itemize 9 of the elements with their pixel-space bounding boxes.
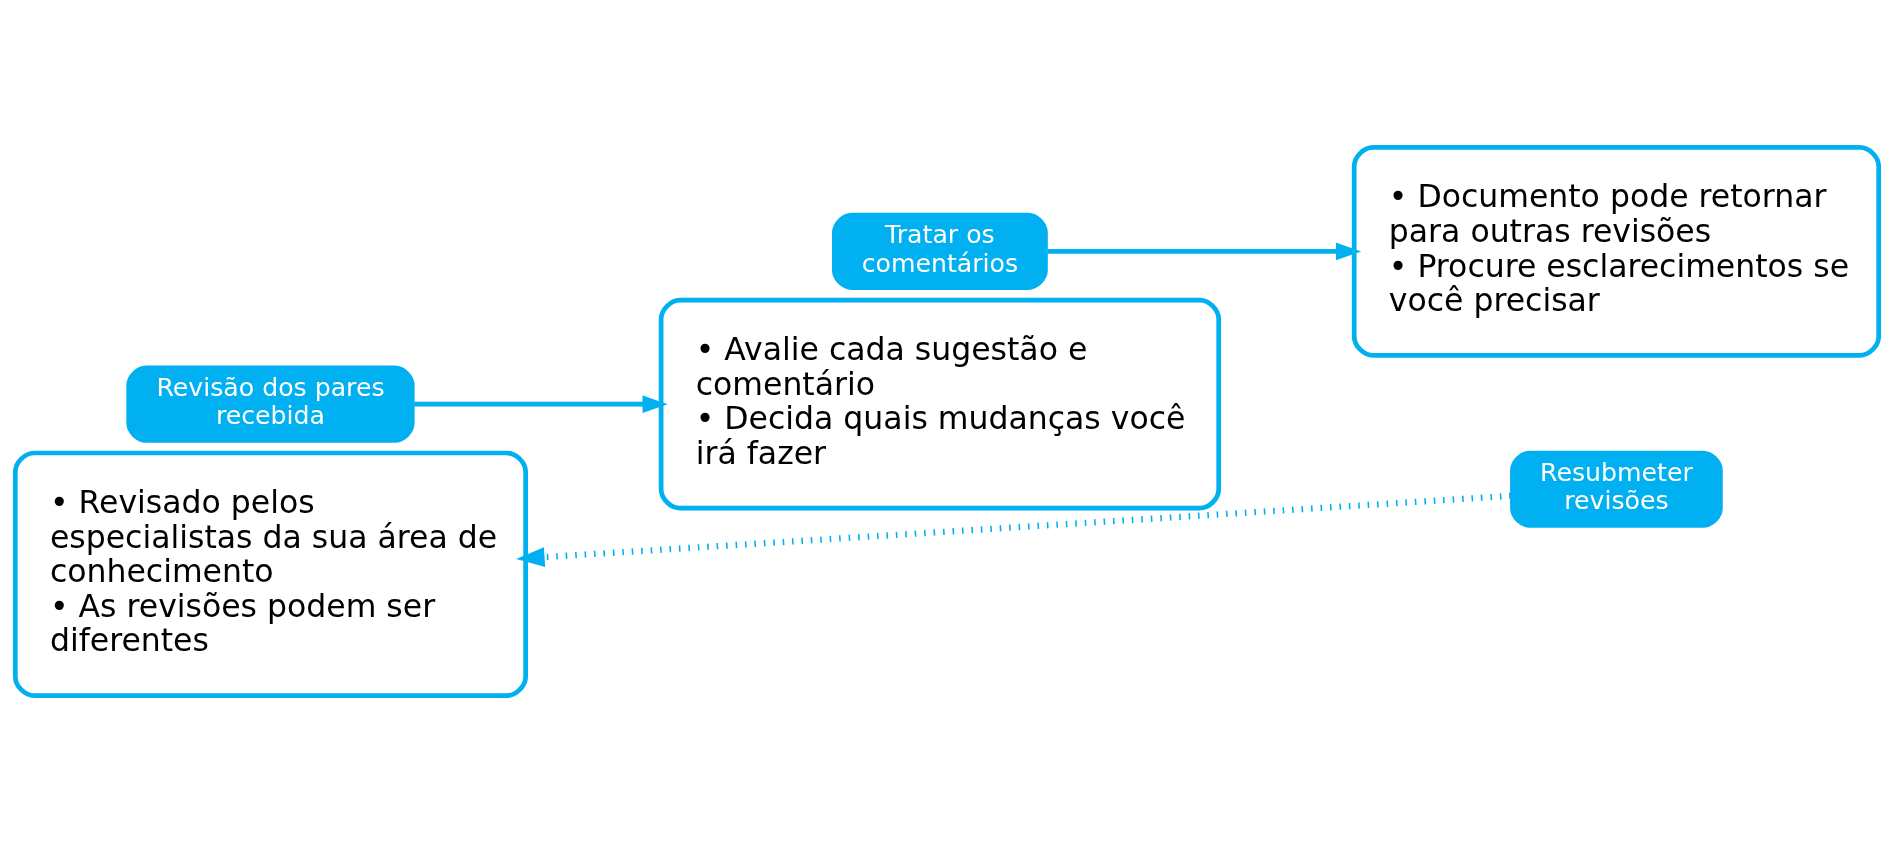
node-box: Revisão dos pares recebida: [125, 365, 415, 443]
node-box: • Avalie cada sugestão e comentário • Decida quais mudanças você irá fazer: [658, 297, 1221, 511]
node-box: Tratar os comentários: [831, 212, 1048, 290]
node-box: • Documento pode retornar para outras revisões • Procure esclarecimentos se você precisar: [1351, 145, 1881, 358]
arrow: [413, 395, 668, 414]
node-box: Resubmeter revisões: [1509, 450, 1723, 528]
arrow: [515, 492, 1511, 568]
arrow: [1046, 242, 1361, 261]
node-box: • Revisado pelos especialistas da sua área de conhecimento • As revisões podem ser diferentes: [12, 450, 528, 698]
